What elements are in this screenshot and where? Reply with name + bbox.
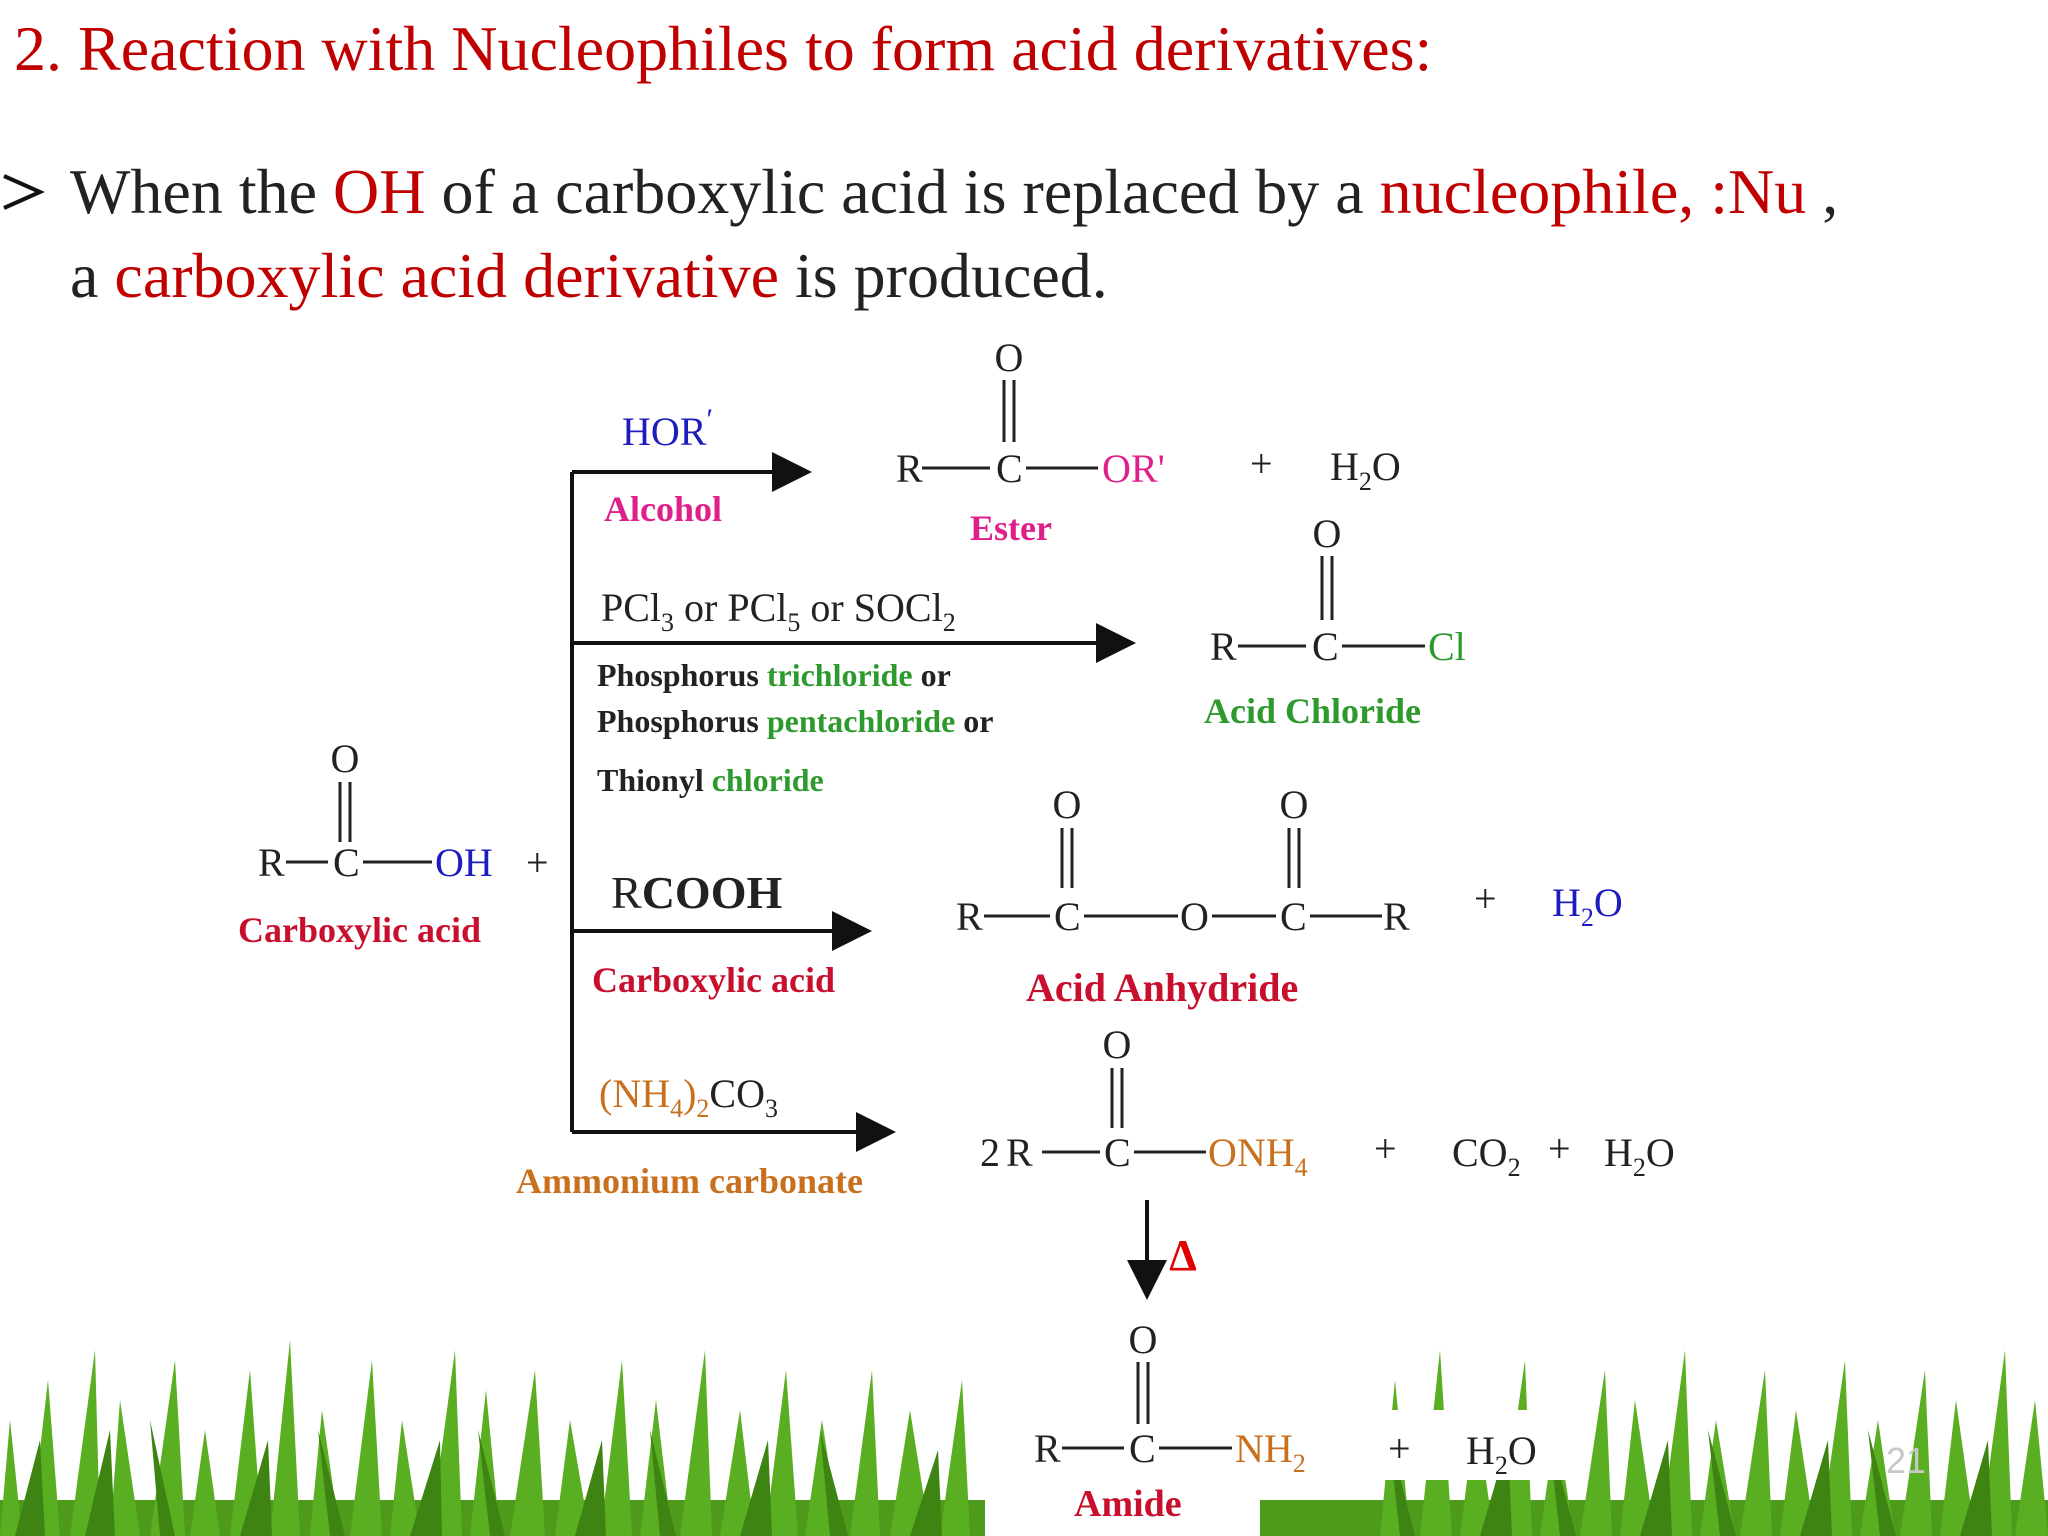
reagent-name-1: Phosphorus trichloride or [597,657,951,693]
plus-sign: + [1474,876,1497,921]
atom-r: R [1383,894,1410,939]
bullet-text: When the [70,156,333,227]
acid-chloride-label: Acid Chloride [1204,691,1421,731]
water: H2O [1466,1428,1537,1480]
reagent-name-2: Phosphorus pentachloride or [597,703,993,739]
water: H2O [1552,880,1623,932]
bullet-text: , [1806,156,1839,227]
grass-blades [0,1340,2048,1536]
atom-c: C [1129,1426,1156,1471]
carbon-dioxide: CO2 [1452,1130,1521,1182]
ester-branch: HOR′ Alcohol O R C OR' + H2O Ester [604,335,1401,548]
atom-c: C [1104,1130,1131,1175]
atom-o: O [1053,782,1082,827]
plus-sign: + [1388,1426,1411,1471]
grass-blades-dark [15,1420,1992,1536]
atom-o: O [1103,1022,1132,1067]
amide-label: Amide [1074,1483,1182,1525]
acid-chloride-branch: PCl3 or PCl5 or SOCl2 Phosphorus trichlo… [597,511,1466,798]
plus-sign: + [1250,441,1273,486]
atom-c: C [1054,894,1081,939]
atom-cl: Cl [1428,624,1466,669]
page-number: 21 [1886,1440,1927,1481]
plus-sign: + [1548,1126,1571,1171]
anhydride-branch: RCOOH Carboxylic acid O R C O O C R + H2… [592,782,1623,1010]
bullet-text: of a carboxylic acid is replaced by a [425,156,1380,227]
atom-r: R [1210,624,1237,669]
atom-o: O [1280,782,1309,827]
atom-c: C [996,446,1023,491]
water: H2O [1604,1130,1675,1182]
carboxylic-acid-structure: O R C OH + Carboxylic acid [238,736,549,950]
atom-o: O [331,736,360,781]
atom-c: C [333,840,360,885]
atom-nh2: NH2 [1235,1426,1306,1478]
bullet-text: is produced. [778,240,1108,311]
ester-label: Ester [970,508,1052,548]
slide-title: 2. Reaction with Nucleophiles to form ac… [14,13,1433,84]
atom-r: R [1034,1426,1061,1471]
reagent-chlorinating-agents: PCl3 or PCl5 or SOCl2 [601,585,956,637]
atom-r: R [258,840,285,885]
highlight-oh: OH [333,156,426,227]
reagent-name-alcohol: Alcohol [604,489,722,529]
reagent-name-carboxylic-acid: Carboxylic acid [592,960,835,1000]
plus-sign: + [526,840,549,885]
atom-c: C [1312,624,1339,669]
atom-o: O [995,335,1024,380]
atom-o: O [1313,511,1342,556]
highlight-derivative: carboxylic acid derivative [114,240,779,311]
atom-r: R [956,894,983,939]
bullet-arrow-icon [3,174,45,210]
amide-product: Δ O R C NH2 + H2O Amide [1034,1231,1537,1525]
atom-oh: OH [435,840,493,885]
atom-onh4: ONH4 [1208,1130,1308,1182]
reagent-ammonium-carbonate-formula: (NH4)2CO3 [599,1071,778,1123]
highlight-nucleophile: nucleophile, :Nu [1379,156,1807,227]
water: H2O [1330,444,1401,496]
reagent-name-3: Thionyl chloride [597,762,824,798]
atom-or: OR' [1102,446,1165,491]
atom-c: C [1280,894,1307,939]
bullet-text: a [70,240,115,311]
atom-o-bridge: O [1180,894,1209,939]
heat-triangle-icon: Δ [1169,1231,1197,1280]
atom-r: R [896,446,923,491]
acid-anhydride-label: Acid Anhydride [1026,965,1298,1010]
atom-o: O [1129,1317,1158,1362]
reagent-rcooh: RCOOH [611,867,782,918]
reagent-name-ammonium-carbonate: Ammonium carbonate [516,1161,863,1201]
reagent-hor: HOR′ [622,403,713,454]
plus-sign: + [1374,1126,1397,1171]
carboxylic-acid-label: Carboxylic acid [238,910,481,950]
